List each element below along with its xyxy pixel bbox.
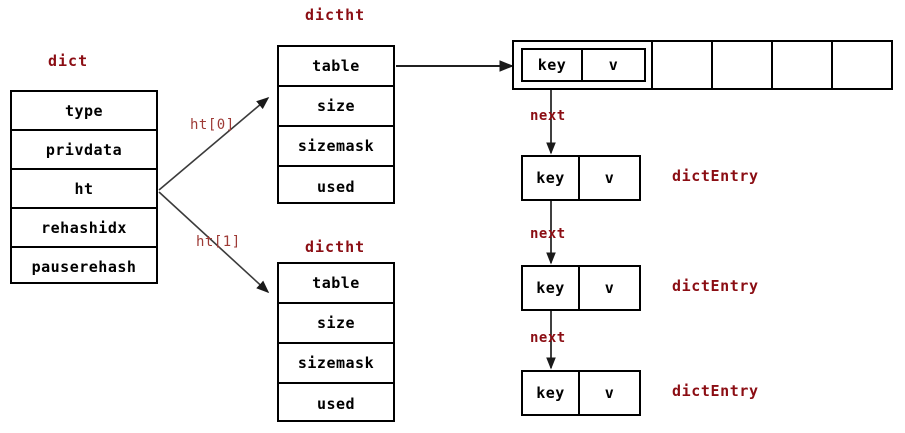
bucket-slot-2 — [713, 42, 773, 88]
pointer-label-ht1: ht[1] — [196, 234, 241, 250]
dict-field-pauserehash: pauserehash — [31, 258, 137, 276]
dict-field-type: type — [12, 92, 156, 131]
bucket-slot-0: key v — [514, 42, 653, 88]
entry-3-value: v — [604, 384, 615, 402]
wire-ht0 — [158, 96, 270, 191]
dictht1-field-table: table — [279, 264, 393, 304]
entry-1-value: v — [604, 169, 615, 187]
entry-3-key: key — [523, 372, 580, 414]
dict-title: dict — [48, 52, 89, 70]
pointer-label-ht0: ht[0] — [190, 117, 235, 133]
dict-field-privdata: privdata — [12, 131, 156, 170]
dictht1-struct: table size sizemask used — [277, 262, 395, 422]
dict-entry-3: key v — [521, 370, 641, 416]
dict-entry-3-label: dictEntry — [672, 382, 759, 400]
dictht0-struct: table size sizemask used — [277, 45, 395, 204]
bucket-slot-0-entry: key v — [521, 48, 646, 82]
dictht0-field-table: table — [279, 47, 393, 87]
dictht1-field-size: size — [279, 304, 393, 344]
entry-2-value: v — [604, 279, 615, 297]
dict-entry-1: key v — [521, 155, 641, 201]
dictht0-title: dictht — [305, 6, 366, 24]
dictht1-field-sizemask: sizemask — [279, 344, 393, 384]
entry-0-value: v — [608, 56, 619, 74]
dictht0-field-used: used — [316, 177, 356, 196]
dict-entry-2: key v — [521, 265, 641, 311]
entry-1-key: key — [523, 157, 580, 199]
entry-2-key: key — [523, 267, 580, 309]
dict-struct: type privdata ht rehashidx pauserehash — [10, 90, 158, 284]
dictht1-title: dictht — [305, 238, 366, 256]
next-label-3: next — [530, 330, 566, 346]
dictht0-field-size: size — [279, 87, 393, 127]
dict-field-ht: ht — [12, 170, 156, 209]
dict-field-rehashidx: rehashidx — [12, 209, 156, 248]
bucket-slot-1 — [653, 42, 713, 88]
bucket-array: key v — [512, 40, 893, 90]
dictht1-field-used: used — [316, 395, 356, 413]
entry-0-key: key — [523, 50, 583, 80]
bucket-slot-3 — [773, 42, 833, 88]
dictht0-field-sizemask: sizemask — [279, 127, 393, 167]
dict-entry-2-label: dictEntry — [672, 277, 759, 295]
dict-entry-1-label: dictEntry — [672, 167, 759, 185]
bucket-slot-4 — [833, 42, 891, 88]
next-label-2: next — [530, 226, 566, 242]
next-label-1: next — [530, 108, 566, 124]
